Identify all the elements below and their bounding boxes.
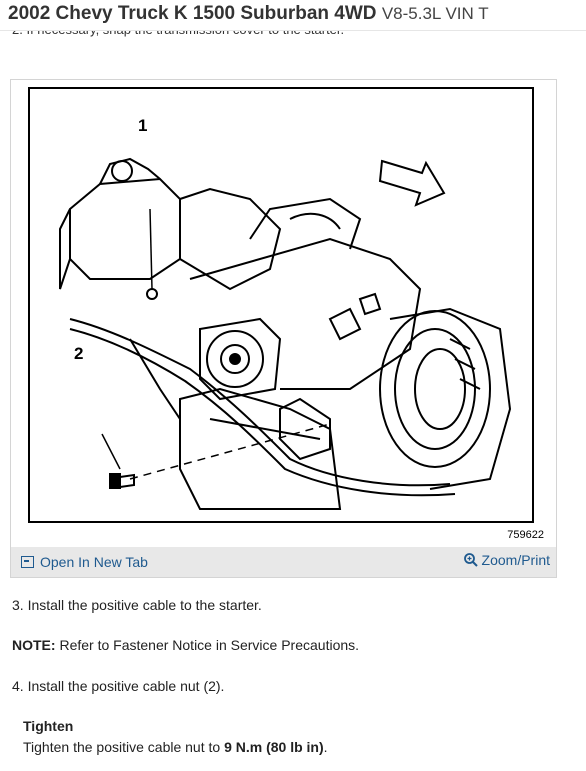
new-tab-icon — [21, 556, 34, 568]
magnifier-icon — [463, 553, 478, 567]
tighten-suffix: . — [323, 739, 328, 755]
step-4-text: 4. Install the positive cable nut (2). — [12, 678, 225, 694]
tighten-text: Tighten the positive cable nut to — [23, 739, 225, 755]
direction-arrow-icon — [378, 159, 446, 207]
figure-frame — [28, 87, 534, 523]
torque-value: 9 N.m (80 lb in) — [224, 739, 324, 755]
vehicle-title: 2002 Chevy Truck K 1500 Suburban 4WD — [8, 3, 377, 24]
callout-1-label: 1 — [138, 116, 148, 135]
page-title: 2002 Chevy Truck K 1500 Suburban 4WD V8-… — [8, 3, 489, 25]
zoom-print-link[interactable]: Zoom/Print — [463, 552, 550, 568]
figure-image-area: 1 2 759622 — [11, 80, 556, 547]
figure-container: 1 2 759622 Open In New Tab Zoom/Print — [10, 79, 557, 578]
figure-actions: Open In New Tab Zoom/Print — [11, 548, 556, 577]
open-in-new-tab-link[interactable]: Open In New Tab — [21, 554, 148, 570]
figure-code: 759622 — [507, 529, 544, 541]
page-header: 2002 Chevy Truck K 1500 Suburban 4WD V8-… — [0, 0, 586, 31]
note-label: NOTE: — [12, 637, 56, 653]
callout-2-label: 2 — [74, 344, 84, 363]
starter-illustration — [59, 157, 512, 510]
engine-subtitle: V8-5.3L VIN T — [381, 4, 489, 23]
step-3-text: 3. Install the positive cable to the sta… — [12, 597, 262, 613]
note-body: Refer to Fastener Notice in Service Prec… — [55, 637, 360, 653]
note-text: NOTE: Refer to Fastener Notice in Servic… — [12, 637, 359, 653]
tighten-heading: Tighten — [23, 718, 74, 734]
open-in-new-tab-label: Open In New Tab — [40, 554, 148, 570]
zoom-print-label: Zoom/Print — [481, 552, 550, 568]
tighten-instruction: Tighten the positive cable nut to 9 N.m … — [23, 739, 328, 755]
